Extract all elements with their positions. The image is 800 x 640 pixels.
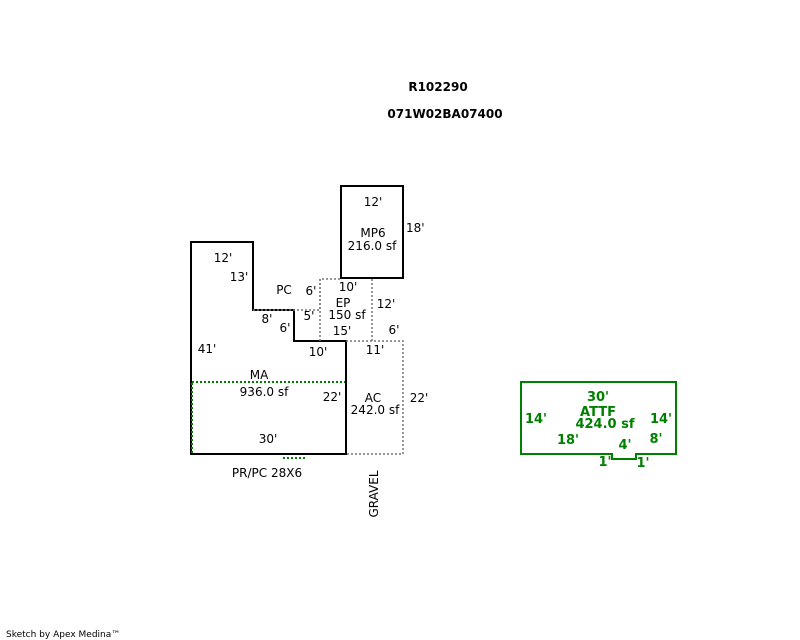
ma-step-dimension-1: 13' [230,270,249,284]
mp6-outline [340,185,404,279]
ma-step-dimension-2: 8' [262,312,273,326]
attf-notch-dimension: 4' [618,438,631,453]
ep-label: EP [336,296,351,310]
porch-label: PR/PC 28X6 [232,466,302,480]
attf-bottom-left-dimension: 18' [557,433,579,448]
attf-label: ATTF [580,405,616,420]
ma-top-dimension: 12' [214,251,233,265]
ep-area: 150 sf [328,308,366,322]
account-id: R102290 [408,80,467,94]
ep-left-dimension: 5' [304,309,315,323]
ma-right-dimension: 22' [323,390,342,404]
mp6-area: 216.0 sf [348,239,397,253]
gravel-label: GRAVEL [367,470,381,517]
ac-label: AC [365,391,381,405]
pc-outline [253,278,341,311]
attf-bottom-right-dimension: 8' [649,432,662,447]
ac-right-dimension: 22' [410,391,429,405]
attf-notch-left-dimension: 1' [598,455,611,470]
ep-right-dimension: 12' [377,297,396,311]
sketch-credit: Sketch by Apex Medina™ [6,630,120,640]
ma-area: 936.0 sf [240,385,289,399]
mp6-right-dimension: 18' [406,221,425,235]
ac-top-right-dimension: 6' [389,323,400,337]
mp6-top-dimension: 12' [364,195,383,209]
ma-step-dimension-4: 10' [309,345,328,359]
attf-area: 424.0 sf [575,417,634,432]
ma-bottom-dimension: 30' [259,432,278,446]
map-number: 071W02BA07400 [387,107,502,121]
ma-label: MA [250,368,269,382]
attf-outline [520,381,677,460]
attf-top-dimension: 30' [587,390,609,405]
ma-outline [190,241,347,455]
pc-left-dimension: 6' [306,284,317,298]
pc-label: PC [276,283,292,297]
attf-right-dimension: 14' [650,412,672,427]
ma-step-dimension-3: 6' [280,321,291,335]
ac-top-dimension: 11' [366,343,385,357]
ac-area: 242.0 sf [351,403,400,417]
attf-left-dimension: 14' [525,412,547,427]
ac-outline [346,340,404,455]
attf-notch-right-dimension: 1' [636,456,649,471]
ma-left-dimension: 41' [198,342,217,356]
ep-bottom-dimension: 15' [333,324,352,338]
mp6-bottom-dimension: 10' [339,280,358,294]
mp6-label: MP6 [360,226,385,240]
